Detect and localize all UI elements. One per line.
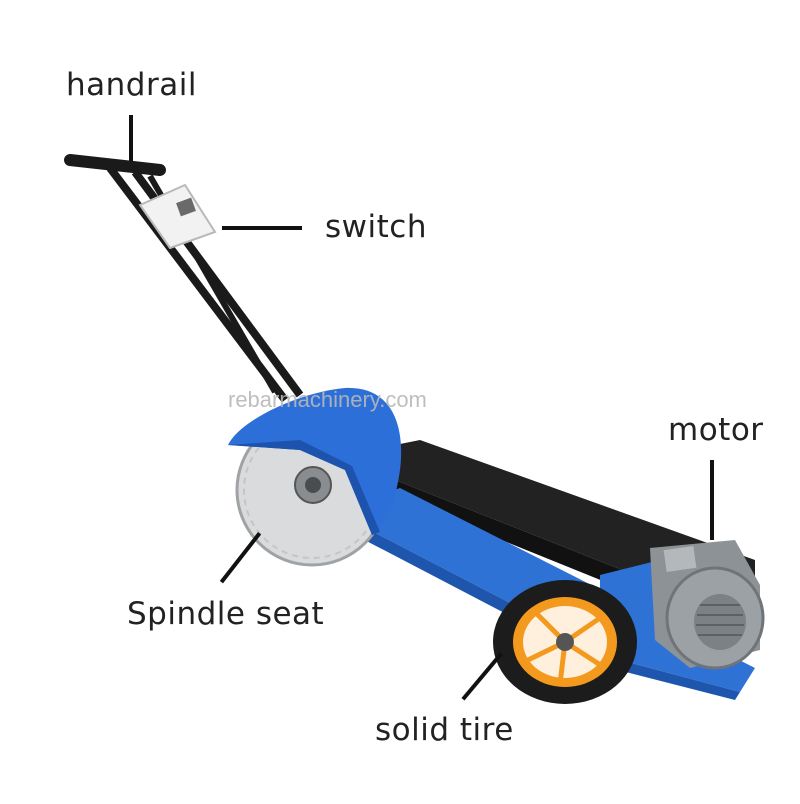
switch-leader-line (222, 226, 302, 230)
spindle-seat-label: Spindle seat (127, 596, 325, 632)
motor-label: motor (668, 412, 764, 448)
handrail-leader-line (129, 115, 133, 161)
handrail-label: handrail (66, 67, 197, 103)
solid-tire-label: solid tire (375, 712, 514, 748)
motor-part (650, 540, 765, 670)
wheel (493, 580, 637, 704)
switch-label: switch (325, 209, 427, 245)
spindle-seat-part (294, 466, 332, 504)
watermark: rebarmachinery.com (228, 387, 427, 412)
motor-leader-line (710, 460, 714, 540)
blade-guard (228, 387, 402, 535)
switch-box (138, 183, 217, 250)
